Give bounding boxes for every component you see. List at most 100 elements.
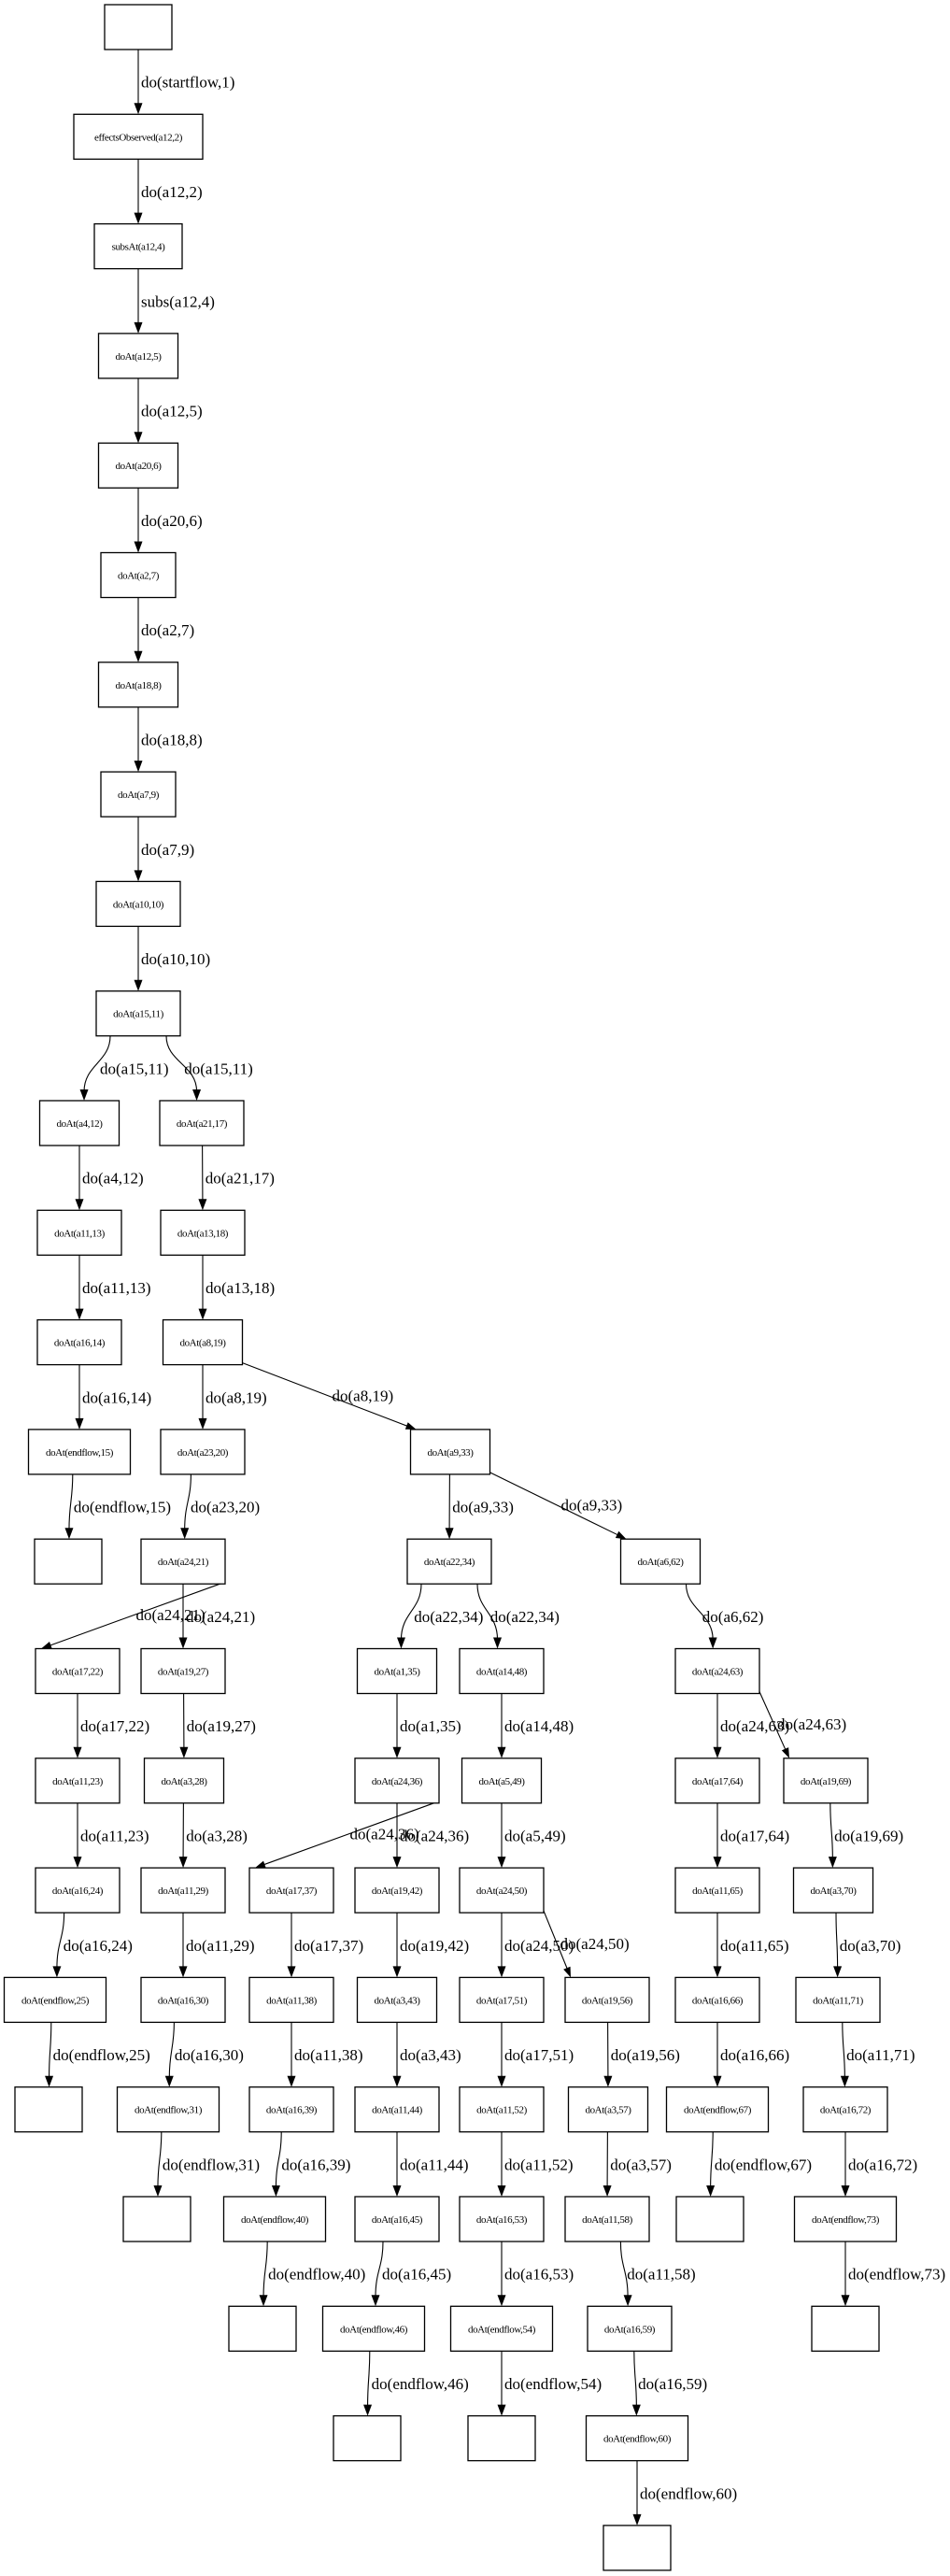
arrowhead-icon [631, 2404, 641, 2416]
edge-label: do(a16,39) [281, 2156, 350, 2173]
node-label: doAt(a17,64) [692, 1776, 744, 1787]
graph-edge: do(a24,50) [543, 1910, 630, 1978]
graph-edge: do(endflow,46) [363, 2351, 469, 2416]
node-box [354, 2086, 440, 2133]
node-box [665, 2086, 770, 2133]
edge-label: do(a24,36) [400, 1827, 469, 1844]
edge-line [275, 2131, 282, 2188]
graph-node: doAt(a16,53) [459, 2196, 545, 2242]
node-box [795, 1976, 881, 2024]
graph-node: doAt(a16,66) [674, 1976, 760, 2024]
nodes-layer: effectsObserved(a12,2)subsAt(a12,4)doAt(… [3, 4, 898, 2571]
graph-edge: do(a24,21) [178, 1584, 255, 1649]
node-label: doAt(a11,13) [54, 1228, 105, 1239]
edge-line [184, 1473, 191, 1530]
graph-edge: do(a11,65) [713, 1913, 789, 1978]
edge-label: do(a9,33) [452, 1499, 514, 1516]
edge-line [68, 1473, 74, 1530]
edge-line [56, 1913, 65, 1969]
graph-edge: do(a18,8) [134, 706, 203, 773]
arrowhead-icon [198, 1199, 207, 1211]
graph-edge: do(a11,29) [178, 1913, 255, 1978]
graph-node-empty [675, 2196, 744, 2242]
graph-edge: do(a17,51) [497, 2022, 574, 2087]
node-label: doAt(a16,30) [158, 1995, 209, 2006]
edge-label: do(a16,66) [720, 2046, 789, 2064]
graph-node: doAt(a11,29) [140, 1867, 226, 1914]
node-label: doAt(a23,20) [177, 1447, 229, 1459]
node-box [34, 1538, 103, 1585]
node-box [100, 551, 177, 599]
node-label: doAt(a24,63) [692, 1667, 744, 1678]
edge-label: do(a24,63) [777, 1715, 846, 1733]
edge-label: do(a15,11) [100, 1060, 168, 1077]
node-label: doAt(a8,19) [179, 1338, 226, 1349]
edge-label: do(a11,52) [504, 2156, 574, 2173]
edge-line [633, 2351, 637, 2407]
graph-edge: do(a6,62) [685, 1584, 763, 1649]
node-label: doAt(a24,36) [372, 1776, 423, 1787]
edge-label: do(a16,53) [504, 2266, 574, 2284]
node-label: doAt(a3,70) [810, 1886, 857, 1897]
node-box [619, 1538, 702, 1585]
graph-edge: do(a17,37) [287, 1913, 363, 1978]
graph-node-empty [122, 2196, 191, 2242]
node-label: doAt(a16,39) [266, 2105, 318, 2116]
graph-node: doAt(a17,64) [674, 1758, 760, 1804]
graph-edge: do(a16,14) [75, 1364, 151, 1430]
arrowhead-icon [497, 1746, 506, 1758]
edge-label: do(a3,57) [610, 2156, 672, 2173]
graph-node: doAt(a23,20) [160, 1429, 246, 1475]
node-box [356, 1976, 438, 2024]
edge-line [165, 1035, 198, 1092]
node-box [116, 2086, 220, 2133]
node-box [162, 1318, 244, 1366]
edge-label: do(endflow,60) [640, 2484, 737, 2502]
graph-node: doAt(a15,11) [95, 990, 181, 1037]
edge-line [759, 1691, 787, 1750]
graph-node-empty [603, 2525, 672, 2571]
graph-edge: do(a3,43) [392, 2022, 461, 2087]
edge-label: do(startflow,1) [141, 74, 234, 92]
graph-edge: do(a3,70) [833, 1913, 900, 1978]
arrowhead-icon [713, 1966, 722, 1978]
edge-label: do(a11,38) [294, 2046, 363, 2064]
graph-node: doAt(a24,63) [674, 1647, 760, 1695]
edge-line [262, 2241, 268, 2298]
edge-label: do(a19,69) [834, 1827, 903, 1844]
graph-edge: do(a8,19) [242, 1362, 417, 1430]
node-box [95, 990, 181, 1037]
graph-edge: do(endflow,15) [64, 1473, 171, 1540]
graph-edge: do(a19,42) [392, 1913, 469, 1978]
arrowhead-icon [497, 1857, 506, 1869]
node-label: doAt(endflow,73) [812, 2214, 880, 2226]
graph-node: doAt(a3,43) [356, 1976, 438, 2024]
graph-node: doAt(a24,36) [354, 1758, 440, 1804]
graph-node: doAt(a6,62) [619, 1538, 702, 1585]
graph-edge: do(a24,36) [255, 1800, 440, 1869]
graph-edge: do(a17,64) [713, 1802, 789, 1869]
node-label: doAt(endflow,15) [46, 1447, 114, 1459]
edge-label: do(a10,10) [141, 950, 210, 968]
node-label: doAt(a20,6) [115, 461, 162, 472]
node-box [160, 1209, 246, 1256]
graph-edge: do(a21,17) [198, 1145, 275, 1211]
arrowhead-icon [392, 1966, 402, 1978]
graph-node: doAt(endflow,73) [793, 2196, 898, 2242]
edge-label: do(a16,72) [848, 2156, 917, 2173]
edge-line [829, 1802, 833, 1859]
graph-edge: do(a8,19) [198, 1364, 267, 1430]
graph-edge: do(a15,11) [79, 1035, 169, 1101]
node-box [585, 2414, 689, 2462]
graph-node: doAt(a11,13) [36, 1209, 122, 1256]
node-box [675, 2196, 744, 2242]
node-box [97, 442, 179, 489]
arrowhead-icon [198, 1308, 207, 1320]
node-box [159, 1100, 245, 1146]
graph-node: doAt(a16,30) [140, 1976, 226, 2024]
edge-line [489, 1472, 618, 1536]
node-label: doAt(a19,27) [158, 1667, 209, 1678]
edge-label: do(a16,24) [64, 1937, 133, 1955]
edge-label: do(a17,22) [80, 1717, 149, 1735]
node-box [35, 1758, 121, 1804]
